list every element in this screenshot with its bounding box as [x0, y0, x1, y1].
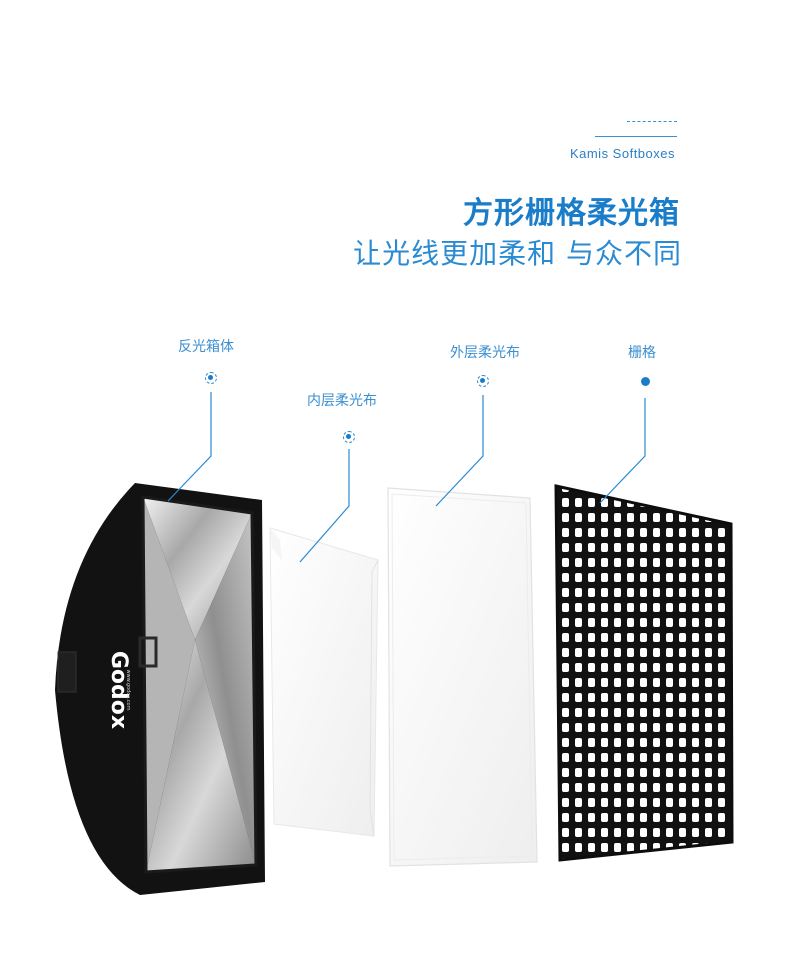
- marker-grid-icon: [641, 377, 650, 386]
- reflector-body-image: Godox www.godox.com: [55, 483, 265, 895]
- brand-logo: Godox: [106, 651, 131, 729]
- brand-url: www.godox.com: [125, 670, 131, 711]
- subtitle-en: Kamis Softboxes: [569, 146, 675, 161]
- header-dashed-rule: [627, 121, 677, 122]
- page-title: 方形栅格柔光箱: [463, 196, 680, 231]
- leader-lines: [167, 392, 646, 563]
- header-solid-rule: [595, 136, 677, 137]
- label-outer-diffuser: 外层柔光布: [450, 345, 520, 361]
- label-reflector-body: 反光箱体: [178, 339, 234, 355]
- marker-reflector-icon: [205, 372, 217, 384]
- label-grid: 栅格: [628, 345, 656, 361]
- outer-diffuser-image: [387, 487, 538, 867]
- inner-diffuser-image: [269, 527, 379, 837]
- page-tagline: 让光线更加柔和 与众不同: [353, 237, 682, 270]
- marker-inner-diffuser-icon: [343, 431, 355, 443]
- marker-outer-diffuser-icon: [477, 375, 489, 387]
- label-inner-diffuser: 内层柔光布: [307, 393, 377, 409]
- grid-image: [554, 484, 734, 862]
